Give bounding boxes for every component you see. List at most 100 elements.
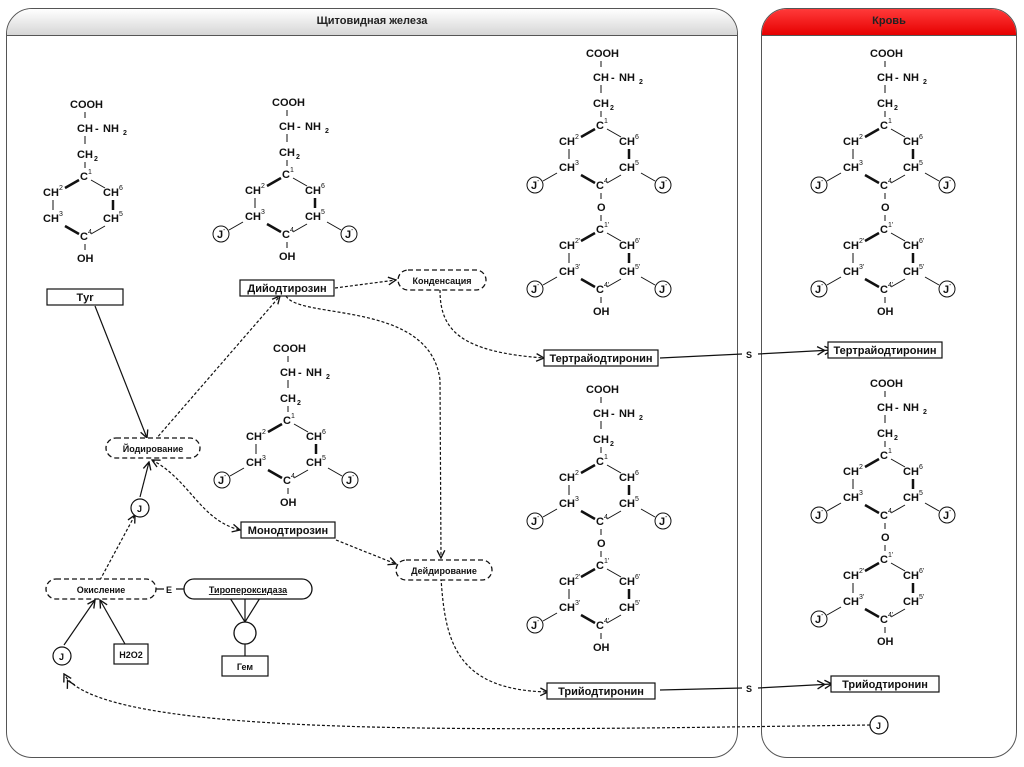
process-deiodination[interactable]: Дейдирование bbox=[395, 559, 493, 581]
atom-label: CH bbox=[279, 147, 295, 159]
locant: 5' bbox=[635, 600, 640, 607]
bond bbox=[327, 467, 343, 477]
process-oxidation[interactable]: Окисление bbox=[45, 578, 157, 600]
label-box-triiodothyronine-blood[interactable]: Трийодтиронин bbox=[830, 675, 940, 693]
iodine-atom: J- bbox=[212, 225, 230, 243]
process-condensation[interactable]: Конденсация bbox=[397, 269, 487, 291]
reagent-h2o2[interactable]: H2O2 bbox=[113, 643, 149, 665]
bond bbox=[890, 458, 906, 468]
process-iodination-label: Йодирование bbox=[123, 443, 183, 454]
label-box-triiodothyronine-thyroid[interactable]: Трийодтиронин bbox=[546, 682, 656, 700]
locant: 3' bbox=[575, 264, 580, 271]
bond bbox=[864, 277, 880, 289]
locant: 3 bbox=[262, 455, 266, 462]
iodine-charge: - bbox=[352, 473, 355, 480]
bond bbox=[606, 614, 622, 624]
atom-label: CH bbox=[877, 402, 893, 414]
label-box-monoiodotyrosine[interactable]: Монодтирозин bbox=[240, 521, 336, 539]
blood-panel: Кровь bbox=[761, 8, 1017, 758]
atom-label: CH bbox=[903, 570, 919, 582]
atom-label: CH bbox=[593, 408, 609, 420]
atom-label: CH bbox=[305, 211, 321, 223]
atom-label: CH bbox=[843, 466, 859, 478]
bond bbox=[542, 508, 558, 518]
iodine-symbol: J bbox=[943, 510, 949, 522]
iodine-charge: - bbox=[821, 178, 824, 185]
bond bbox=[267, 422, 283, 434]
atom-label: CH bbox=[279, 121, 295, 133]
atom-label: CH bbox=[559, 240, 575, 252]
bond bbox=[606, 232, 622, 242]
process-oxidation-label: Окисление bbox=[77, 585, 126, 595]
atom-label: - bbox=[95, 123, 99, 135]
bond bbox=[890, 562, 906, 572]
iodine-charge: - bbox=[821, 508, 824, 515]
atom-label: CH bbox=[903, 596, 919, 608]
label-box-thyroxine-blood[interactable]: Тертрайодтиронин bbox=[827, 341, 943, 359]
atom-label: C bbox=[282, 229, 290, 241]
process-iodination[interactable]: Йодирование bbox=[105, 437, 201, 459]
edge-iodide-to-oxidation bbox=[63, 600, 95, 646]
atom-label: C bbox=[596, 620, 604, 632]
process-deiodination-label: Дейдирование bbox=[411, 566, 477, 576]
locant: 3 bbox=[575, 160, 579, 167]
iodine-atom: J- bbox=[810, 610, 828, 628]
iodide-node-left[interactable]: J bbox=[52, 646, 72, 666]
bond bbox=[580, 127, 596, 139]
cofactor-heme[interactable]: Гем bbox=[221, 655, 269, 677]
bond bbox=[864, 457, 880, 469]
bond bbox=[266, 176, 282, 188]
bond bbox=[890, 504, 906, 514]
atom-label: - bbox=[895, 72, 899, 84]
atom-label: CH bbox=[43, 213, 59, 225]
atom-label: CH bbox=[246, 431, 262, 443]
locant: 2 bbox=[859, 134, 863, 141]
atom-label: C bbox=[80, 231, 88, 243]
bond bbox=[580, 509, 596, 521]
locant: 6' bbox=[919, 238, 924, 245]
locant: 2' bbox=[575, 238, 580, 245]
edge-deiodination-to-t3 bbox=[440, 577, 548, 692]
atom-label: CH bbox=[246, 457, 262, 469]
edge-diiodotyrosine-to-condensation bbox=[334, 280, 396, 289]
atom-label: COOH bbox=[272, 97, 305, 109]
locant: 4 bbox=[88, 229, 92, 236]
label-box-tyrosine[interactable]: Тyr bbox=[46, 288, 124, 306]
iodine-atom: J- bbox=[526, 176, 544, 194]
locant: 2' bbox=[575, 574, 580, 581]
atom-label: NH bbox=[103, 123, 119, 135]
atom-label: CH bbox=[877, 428, 893, 440]
atom-label: NH bbox=[305, 121, 321, 133]
iodide-node-oxidized[interactable]: J bbox=[130, 498, 150, 518]
atom-label: CH bbox=[559, 472, 575, 484]
bond bbox=[606, 464, 622, 474]
label-box-diiodotyrosine[interactable]: Дийодтирозин bbox=[239, 279, 335, 297]
edge-oxidation-to-iodide bbox=[99, 515, 135, 581]
atom-label: CH bbox=[245, 211, 261, 223]
locant: 1' bbox=[888, 222, 893, 229]
locant: 2' bbox=[859, 238, 864, 245]
iodine-atom: J- bbox=[938, 280, 956, 298]
atom-label: - bbox=[895, 402, 899, 414]
edge-monoiodotyrosine-to-deiodination bbox=[335, 539, 396, 564]
atom-label: NH bbox=[903, 402, 919, 414]
bond bbox=[580, 173, 596, 185]
locant: 4 bbox=[604, 178, 608, 185]
iodine-atom: J- bbox=[938, 176, 956, 194]
locant: 5 bbox=[919, 490, 923, 497]
locant: 2 bbox=[261, 183, 265, 190]
enzyme-thyroperoxidase[interactable]: Тиропероксидаза bbox=[183, 578, 313, 600]
iodide-node-blood[interactable]: J bbox=[869, 715, 889, 735]
locant: 4 bbox=[888, 508, 892, 515]
subscript: 2 bbox=[639, 415, 643, 422]
locant: 1 bbox=[291, 413, 295, 420]
locant: 3 bbox=[859, 490, 863, 497]
subscript: 2 bbox=[296, 154, 300, 161]
bond bbox=[293, 469, 309, 479]
atom-label: - bbox=[611, 408, 615, 420]
iodine-symbol: J bbox=[659, 180, 665, 192]
edge-iodination-to-diiodotyrosine bbox=[154, 296, 280, 441]
heme-binding-icon bbox=[233, 621, 257, 645]
label-box-thyroxine-thyroid[interactable]: Тертрайодтиронин bbox=[543, 349, 659, 367]
